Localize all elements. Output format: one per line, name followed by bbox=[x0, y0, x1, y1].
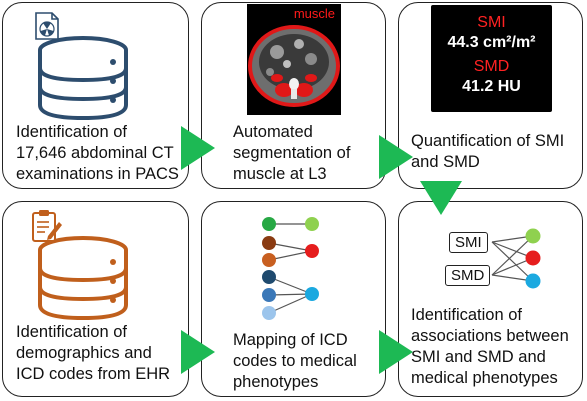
association-graph bbox=[491, 228, 541, 289]
muscle-label: muscle bbox=[293, 6, 335, 21]
smi-label: SMI bbox=[477, 14, 506, 31]
panel-6-caption: Identification of associations between S… bbox=[411, 306, 569, 387]
database-icon bbox=[38, 36, 128, 121]
arrow-right-icon bbox=[181, 330, 215, 374]
arrow-right-icon bbox=[379, 330, 413, 374]
icd-node bbox=[262, 270, 276, 284]
ct-segmentation-image: muscle bbox=[247, 4, 341, 115]
icd-node bbox=[262, 236, 276, 250]
arrow-down-icon bbox=[420, 181, 462, 215]
icd-node bbox=[262, 288, 276, 302]
phenotype-node bbox=[305, 287, 319, 301]
ct-slice-graphic bbox=[247, 4, 341, 115]
panel-phenotype-mapping bbox=[201, 201, 386, 397]
smi-value: 44.3 cm²/m² bbox=[447, 34, 536, 51]
radiation-document-icon bbox=[35, 12, 59, 40]
panel-3-caption: Quantification of SMI and SMD bbox=[411, 132, 565, 171]
phenotype-node bbox=[525, 228, 541, 244]
smd-tag: SMD bbox=[445, 265, 491, 286]
panel-2-caption: Automated segmentation of muscle at L3 bbox=[233, 123, 351, 183]
arrow-right-icon bbox=[379, 135, 413, 179]
phenotype-node bbox=[305, 244, 319, 258]
phenotype-node bbox=[305, 217, 319, 231]
smd-value: 41.2 HU bbox=[462, 78, 521, 95]
ehr-database-icon bbox=[38, 236, 128, 321]
icd-node bbox=[262, 306, 276, 320]
clipboard-icon bbox=[32, 210, 62, 242]
panel-associations bbox=[398, 201, 583, 397]
icd-node bbox=[262, 253, 276, 267]
phenotype-node bbox=[525, 250, 541, 266]
panel-5-caption: Mapping of ICD codes to medical phenotyp… bbox=[233, 331, 357, 391]
icd-node bbox=[262, 217, 276, 231]
phenotype-node bbox=[525, 273, 541, 289]
panel-1-caption: Identification of 17,646 abdominal CT ex… bbox=[16, 123, 179, 183]
panel-4-caption: Identification of demographics and ICD c… bbox=[16, 323, 171, 383]
smi-tag: SMI bbox=[449, 232, 488, 253]
smd-label: SMD bbox=[473, 58, 510, 75]
metrics-display: SMI 44.3 cm²/m² SMD 41.2 HU bbox=[431, 5, 552, 112]
icd-mapping-graph bbox=[262, 217, 319, 320]
arrow-right-icon bbox=[181, 126, 215, 170]
